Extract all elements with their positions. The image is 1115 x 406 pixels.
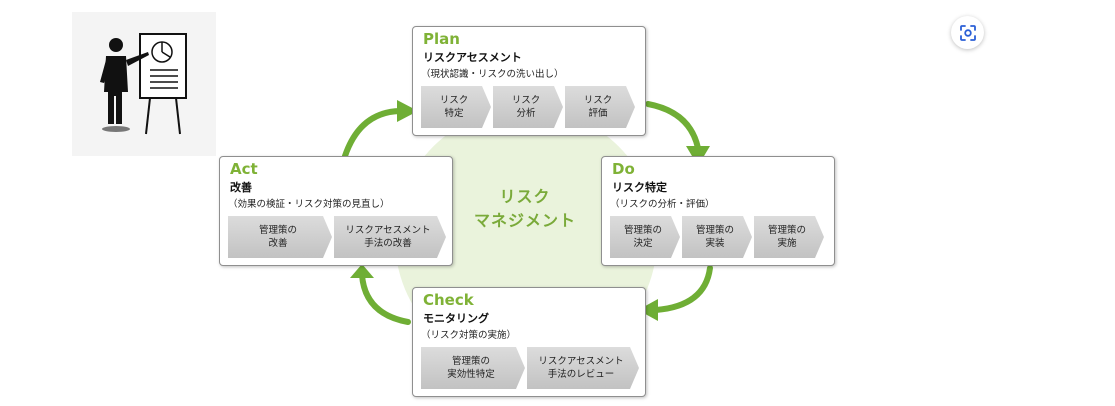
do-title: Do [612, 160, 635, 178]
lens-button[interactable] [951, 16, 984, 49]
do-step: 管理策の 決定 [610, 216, 680, 258]
act-title: Act [230, 160, 258, 178]
act-card: Act 改善 （効果の検証・リスク対策の見直し） 管理策の 改善 リスクアセスメ… [219, 156, 453, 266]
arrowhead-act [350, 264, 374, 278]
check-title: Check [423, 291, 474, 309]
plan-step: リスク 特定 [421, 86, 491, 128]
center-label: リスク マネジメント [455, 185, 595, 233]
check-subtitle: モニタリング [423, 312, 489, 325]
plan-step: リスク 評価 [565, 86, 635, 128]
arrow-check-to-act [359, 272, 411, 325]
arrow-act-to-plan [342, 108, 403, 159]
do-step: 管理策の 実施 [754, 216, 824, 258]
check-desc: （リスク対策の実施） [421, 330, 517, 341]
lens-icon [959, 24, 976, 41]
do-steps: 管理策の 決定 管理策の 実装 管理策の 実施 [610, 216, 824, 258]
presenter-icon [72, 12, 216, 156]
center-label-line2: マネジメント [473, 211, 576, 230]
arrowhead-check [638, 299, 658, 321]
act-step: 管理策の 改善 [228, 216, 332, 258]
do-desc: （リスクの分析・評価） [610, 199, 715, 210]
plan-desc: （現状認識・リスクの洗い出し） [421, 69, 564, 80]
arrowhead-plan [397, 100, 418, 122]
check-card: Check モニタリング （リスク対策の実施） 管理策の 実効性特定 リスクアセ… [412, 287, 646, 397]
do-subtitle: リスク特定 [612, 181, 667, 194]
check-step: リスクアセスメント 手法のレビュー [527, 347, 639, 389]
act-desc: （効果の検証・リスク対策の見直し） [228, 199, 390, 210]
act-steps: 管理策の 改善 リスクアセスメント 手法の改善 [228, 216, 446, 258]
act-step: リスクアセスメント 手法の改善 [334, 216, 446, 258]
check-step: 管理策の 実効性特定 [421, 347, 525, 389]
do-card: Do リスク特定 （リスクの分析・評価） 管理策の 決定 管理策の 実装 管理策… [601, 156, 835, 266]
do-step: 管理策の 実装 [682, 216, 752, 258]
arrow-plan-to-do [645, 101, 701, 151]
check-steps: 管理策の 実効性特定 リスクアセスメント 手法のレビュー [421, 347, 639, 389]
plan-subtitle: リスクアセスメント [423, 51, 522, 64]
center-label-line1: リスク [499, 187, 551, 206]
plan-steps: リスク 特定 リスク 分析 リスク 評価 [421, 86, 635, 128]
plan-step: リスク 分析 [493, 86, 563, 128]
plan-card: Plan リスクアセスメント （現状認識・リスクの洗い出し） リスク 特定 リス… [412, 26, 646, 136]
act-subtitle: 改善 [230, 181, 252, 194]
arrow-do-to-check [653, 265, 713, 313]
plan-title: Plan [423, 30, 460, 48]
